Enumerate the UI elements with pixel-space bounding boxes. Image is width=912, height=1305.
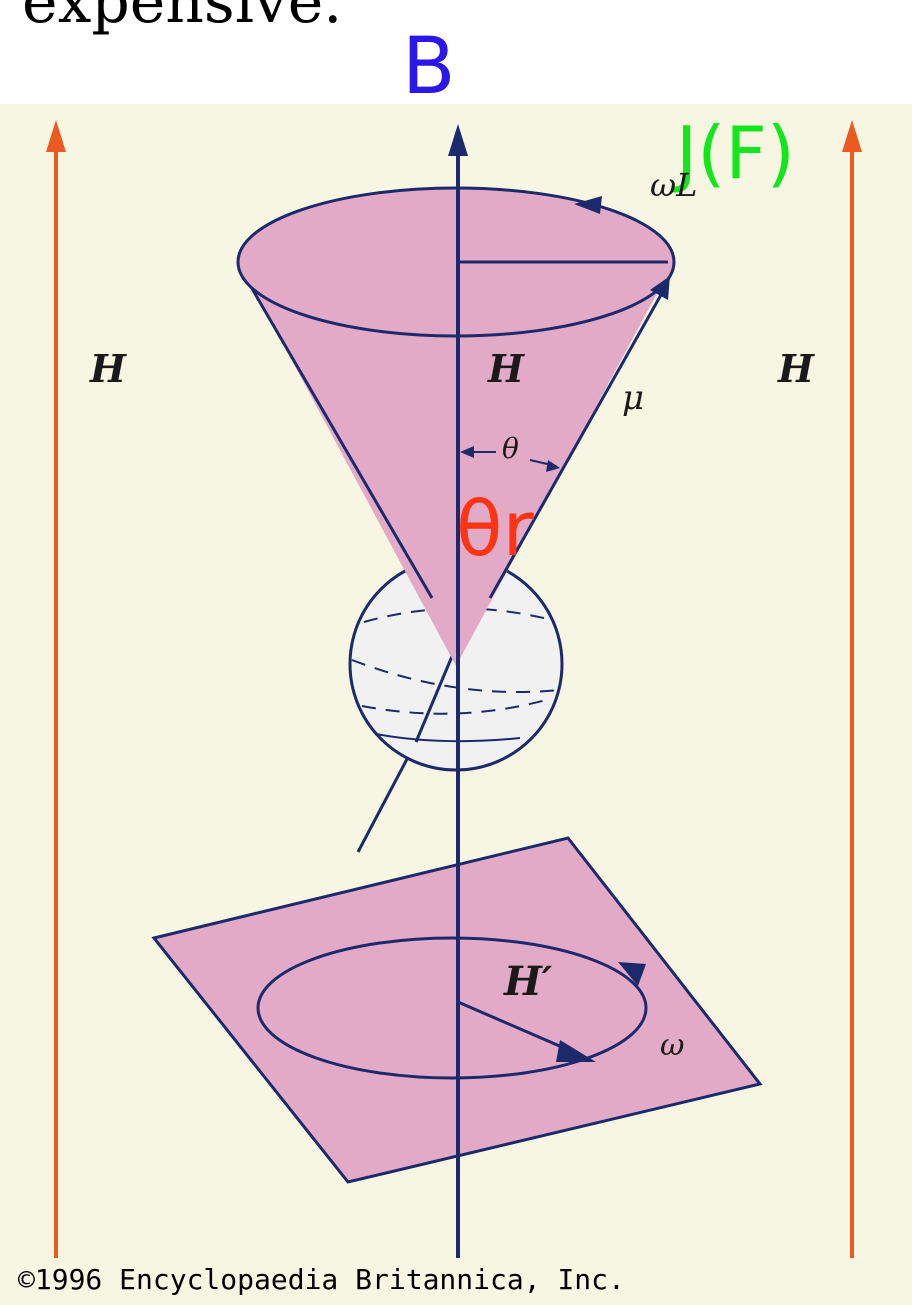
theta-r-label: θr xyxy=(456,484,534,573)
copyright-notice: ©1996 Encyclopaedia Britannica, Inc. xyxy=(18,1263,625,1296)
mu-arrowhead xyxy=(650,276,670,300)
radius-omega-arrow xyxy=(457,1000,579,1056)
b-field-label: B xyxy=(402,22,456,112)
radius-omega-arrowhead xyxy=(556,1040,596,1062)
sphere-band-4 xyxy=(375,733,521,743)
field-label-left: H xyxy=(90,346,126,391)
magnetic-moment-label: μ xyxy=(622,378,645,418)
rotating-field-label: H′ xyxy=(504,958,553,1005)
left-field-arrowhead xyxy=(46,120,66,152)
spin-axis-tail xyxy=(356,741,418,853)
omega-label: ω xyxy=(660,1028,685,1063)
larmor-frequency-label: ωL xyxy=(650,166,698,204)
cone-ellipse-arrowhead xyxy=(574,196,602,214)
document-top-text: expensive. xyxy=(22,0,343,37)
angular-momentum-label: J(F) xyxy=(676,111,795,195)
theta-label: θ xyxy=(502,432,519,465)
cone-right-edge xyxy=(488,285,668,599)
field-label-right: H xyxy=(778,346,814,391)
field-lines xyxy=(46,120,862,1258)
field-label-center: H xyxy=(488,346,524,391)
plane-ellipse-arrowhead xyxy=(618,962,646,986)
right-field-arrowhead xyxy=(842,120,862,152)
cone-left-edge xyxy=(238,267,434,599)
theta-right-arrowhead xyxy=(546,460,560,472)
b-field-arrowhead xyxy=(448,124,468,156)
plane-ellipse xyxy=(256,936,648,1080)
theta-left-arrowhead xyxy=(460,446,474,458)
